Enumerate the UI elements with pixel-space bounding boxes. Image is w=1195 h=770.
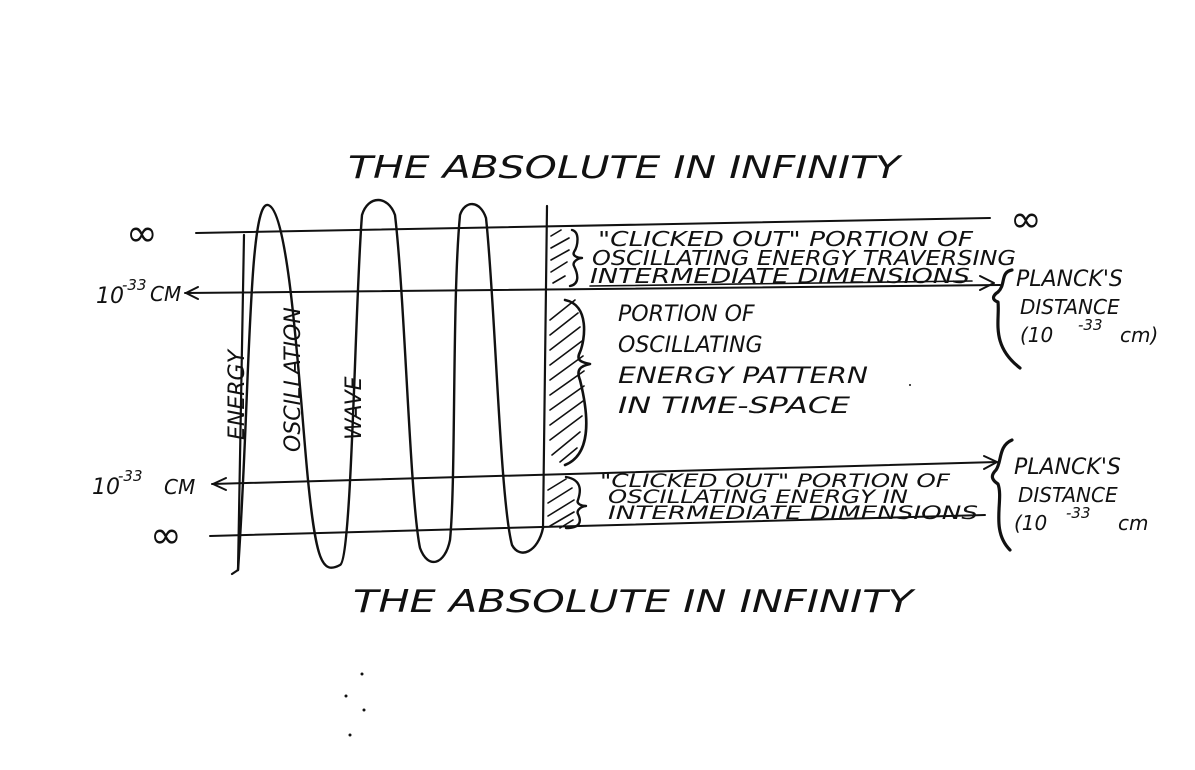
hatch-clicked-out-top — [550, 229, 570, 284]
planck-top-line — [184, 284, 1001, 294]
right-planck-top-line-2: DISTANCE — [1020, 295, 1120, 319]
annotation-mid-line-2: OSCILLATING — [618, 333, 763, 358]
brace-clicked-out-bottom — [564, 475, 588, 530]
brace-time-space — [563, 298, 592, 467]
right-planck-top-line-3-unit: cm) — [1120, 323, 1158, 347]
annotation-mid-line-3: ENERGY PATTERN — [618, 364, 868, 389]
annotation-top-line-1: "CLICKED OUT" PORTION OF — [598, 227, 974, 251]
right-infinity-top: ∞ — [1010, 197, 1042, 241]
energy-oscillation-wave — [236, 198, 545, 572]
annotation-bottom-line-2: OSCILLATING ENERGY IN — [608, 486, 908, 508]
annotation-top-line-2: OSCILLATING ENERGY TRAVERSING — [592, 246, 1016, 270]
right-vertical-boundary — [541, 204, 549, 530]
brace-planck-bottom — [990, 438, 1014, 552]
planck-top-left-arrowhead — [185, 286, 199, 300]
right-planck-top-line-3-exponent: -33 — [1078, 316, 1103, 334]
right-planck-bottom-line-2: DISTANCE — [1018, 483, 1118, 507]
infinity-top-line — [195, 217, 991, 234]
scan-specks — [344, 384, 911, 737]
title-bottom: THE ABSOLUTE IN INFINITY — [353, 584, 916, 620]
right-planck-top-line-3-base: (10 — [1020, 323, 1053, 347]
annotation-bottom-line-3: INTERMEDIATE DIMENSIONS — [608, 502, 978, 524]
wave-label-oscillation: OSCILLATION — [281, 307, 306, 452]
annotation-mid-line-4: IN TIME-SPACE — [618, 394, 850, 419]
left-planck-bottom-exponent: -33 — [118, 467, 143, 485]
left-planck-bottom-unit: CM — [164, 475, 195, 499]
title-top: THE ABSOLUTE IN INFINITY — [348, 150, 903, 186]
left-planck-top-base: 10 — [96, 284, 124, 309]
annotation-top-arrowhead — [979, 275, 995, 291]
infinity-bottom-line — [209, 514, 986, 537]
left-planck-top-exponent: -33 — [122, 276, 147, 294]
planck-bottom-line — [211, 461, 998, 485]
annotation-top-underline — [589, 280, 973, 287]
left-infinity-top: ∞ — [126, 211, 158, 255]
left-planck-top-unit: CM — [150, 282, 181, 306]
right-planck-bottom-line-3-exponent: -33 — [1066, 504, 1091, 522]
wave-label-energy: ENERGY — [225, 348, 250, 440]
annotation-top-line-3: INTERMEDIATE DIMENSIONS — [590, 264, 970, 288]
hatch-clicked-out-bottom — [547, 478, 575, 529]
right-planck-bottom-line-3-unit: cm — [1118, 511, 1148, 535]
hatch-time-space — [549, 299, 585, 463]
right-planck-bottom-line-1: PLANCK'S — [1014, 455, 1121, 480]
right-planck-bottom-line-3-base: (10 — [1014, 511, 1047, 535]
annotation-bottom-line-1: "CLICKED OUT" PORTION OF — [600, 470, 951, 492]
left-infinity-bottom: ∞ — [150, 513, 182, 557]
planck-bottom-left-arrowhead — [212, 477, 227, 491]
right-planck-top-line-1: PLANCK'S — [1016, 267, 1123, 292]
wave-label-wave: WAVE — [342, 376, 367, 440]
brace-planck-top — [991, 268, 1022, 370]
brace-clicked-out-top — [568, 228, 584, 288]
annotation-mid-line-1: PORTION OF — [618, 302, 755, 327]
left-planck-bottom-base: 10 — [92, 475, 120, 500]
planck-bottom-right-arrowhead — [983, 455, 998, 470]
